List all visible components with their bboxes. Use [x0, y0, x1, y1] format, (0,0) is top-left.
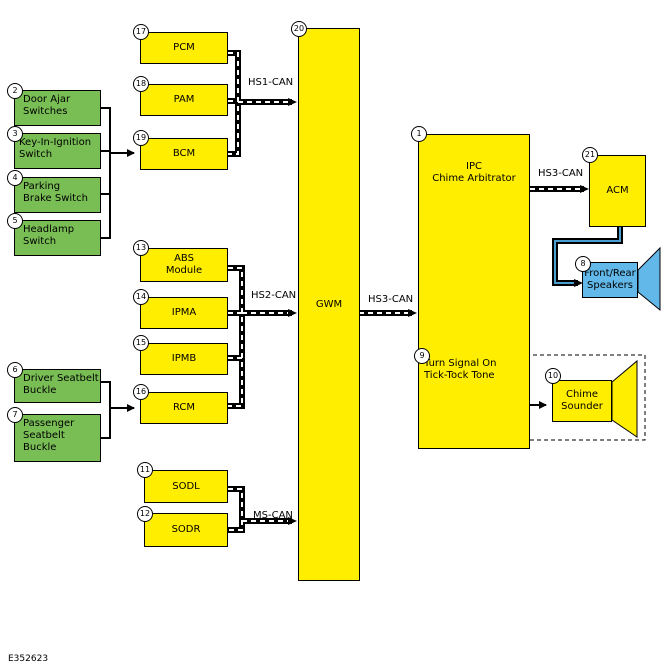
pass-belt-number-badge: 7 — [7, 407, 23, 423]
switch-input-wires — [101, 107, 135, 239]
pass-belt-label: Passenger Seatbelt Buckle — [23, 418, 75, 453]
hs3-can-link-gwm-ipc — [359, 309, 417, 317]
pam-label: PAM — [173, 94, 195, 105]
headlamp-switch: Headlamp Switch — [14, 220, 101, 256]
driver-belt-label: Driver Seatbelt Buckle — [23, 373, 99, 396]
driver-seatbelt-buckle: Driver Seatbelt Buckle — [14, 369, 101, 403]
gwm-label: GWM — [315, 298, 343, 310]
abs-label: ABS Module — [165, 253, 203, 276]
pcm-label: PCM — [173, 42, 195, 53]
abs-module: ABS Module — [140, 248, 228, 282]
sounder-horn-icon — [611, 359, 638, 438]
figure-reference: E352623 — [8, 654, 49, 664]
abs-number-badge: 13 — [133, 240, 149, 256]
hs2-can-label: HS2-CAN — [251, 290, 297, 301]
speakers-number-badge: 8 — [575, 256, 591, 272]
ipmb-module: IPMB — [140, 343, 228, 375]
pam-module: PAM — [140, 84, 228, 116]
acm-label: ACM — [606, 185, 629, 196]
hs3-can-link-ipc-acm — [530, 185, 589, 193]
ipmb-label: IPMB — [171, 353, 197, 364]
door-ajar-switches: Door Ajar Switches — [14, 90, 101, 126]
hs1-can-bus — [228, 50, 297, 157]
rcm-number-badge: 16 — [133, 384, 149, 400]
pcm-module: PCM — [140, 32, 228, 64]
hs3-can-label-gwm: HS3-CAN — [368, 294, 414, 305]
acm-module: ACM — [589, 155, 646, 227]
gwm-number-badge: 20 — [291, 21, 307, 37]
ipc-module: IPC Chime Arbitrator — [418, 134, 530, 449]
ipma-label: IPMA — [171, 307, 197, 318]
bcm-label: BCM — [172, 148, 196, 159]
hs2-can-bus — [228, 265, 297, 409]
parking-brake-number-badge: 4 — [7, 170, 23, 186]
key-in-number-badge: 3 — [7, 126, 23, 142]
ipc-number-badge: 1 — [411, 126, 427, 142]
ipma-number-badge: 14 — [133, 289, 149, 305]
ipma-module: IPMA — [140, 297, 228, 329]
speaker-horn-icon — [637, 246, 661, 312]
key-in-label: Key-In-Ignition Switch — [19, 137, 92, 160]
turn-signal-label: Turn Signal On Tick-Tock Tone — [424, 358, 497, 381]
driver-belt-number-badge: 6 — [7, 362, 23, 378]
sodl-number-badge: 11 — [137, 462, 153, 478]
sodl-label: SODL — [172, 480, 200, 492]
parking-brake-switch: Parking Brake Switch — [14, 177, 101, 213]
speakers-label: Front/Rear Speakers — [584, 268, 636, 291]
rcm-label: RCM — [172, 402, 196, 413]
pam-number-badge: 18 — [133, 76, 149, 92]
headlamp-label: Headlamp Switch — [23, 224, 75, 247]
acm-speaker-wire — [552, 227, 623, 287]
ms-can-label: MS-CAN — [253, 510, 293, 521]
sodl-module: SODL — [144, 470, 228, 503]
door-ajar-label: Door Ajar Switches — [23, 94, 71, 117]
hs3-can-label-acm: HS3-CAN — [538, 168, 584, 179]
hs1-can-label: HS1-CAN — [248, 77, 294, 88]
chime-sounder: Chime Sounder — [552, 380, 612, 422]
key-in-ignition-switch: Key-In-Ignition Switch — [14, 133, 101, 169]
ipc-label: IPC Chime Arbitrator — [432, 161, 516, 184]
sodr-label: SODR — [171, 524, 201, 535]
turn-signal-number-badge: 9 — [414, 348, 430, 364]
acm-number-badge: 21 — [582, 147, 598, 163]
sodr-module: SODR — [144, 513, 228, 547]
chime-sounder-label: Chime Sounder — [561, 389, 603, 412]
rcm-module: RCM — [140, 392, 228, 424]
gwm-module: GWM — [298, 28, 360, 581]
parking-brake-label: Parking Brake Switch — [23, 181, 88, 204]
ipmb-number-badge: 15 — [133, 335, 149, 351]
passenger-seatbelt-buckle: Passenger Seatbelt Buckle — [14, 414, 101, 462]
seatbelt-input-wires — [101, 381, 134, 439]
ms-can-bus — [228, 486, 297, 533]
door-ajar-number-badge: 2 — [7, 83, 23, 99]
bcm-number-badge: 19 — [133, 130, 149, 146]
chime-sounder-number-badge: 10 — [545, 368, 561, 384]
pcm-number-badge: 17 — [133, 24, 149, 40]
headlamp-number-badge: 5 — [7, 213, 23, 229]
sodr-number-badge: 12 — [137, 506, 153, 522]
front-rear-speakers: Front/Rear Speakers — [582, 262, 638, 298]
bcm-module: BCM — [140, 138, 228, 170]
